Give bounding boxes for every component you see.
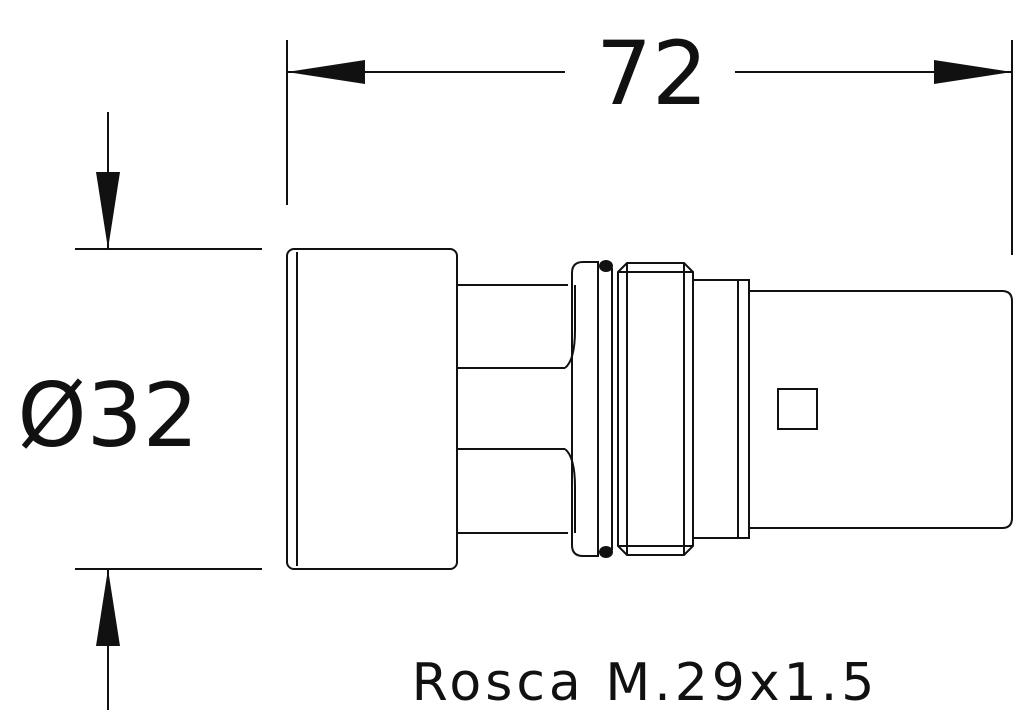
pipe-shoulder-top (564, 285, 576, 369)
length-dimension (286, 40, 1013, 255)
o-ring-bottom (599, 546, 613, 558)
diameter-dimension-label: Ø32 (17, 364, 198, 467)
arrowhead-top (96, 172, 120, 249)
spigot (749, 290, 1013, 529)
pipe-shoulder-bottom (564, 448, 576, 533)
neck (692, 279, 750, 539)
arrowhead-left (287, 60, 365, 84)
press-sleeve (286, 248, 458, 570)
fitting-body (286, 248, 1013, 570)
thread-body (617, 262, 694, 556)
spigot-mark (777, 388, 818, 430)
o-ring-top (599, 260, 613, 272)
collar (571, 261, 599, 557)
arrowhead-bottom (96, 569, 120, 646)
length-dimension-label: 72 (596, 22, 708, 125)
thread-note-label: Rosca M.29x1.5 (412, 653, 879, 713)
diameter-dimension (75, 112, 262, 710)
arrowhead-right (934, 60, 1012, 84)
